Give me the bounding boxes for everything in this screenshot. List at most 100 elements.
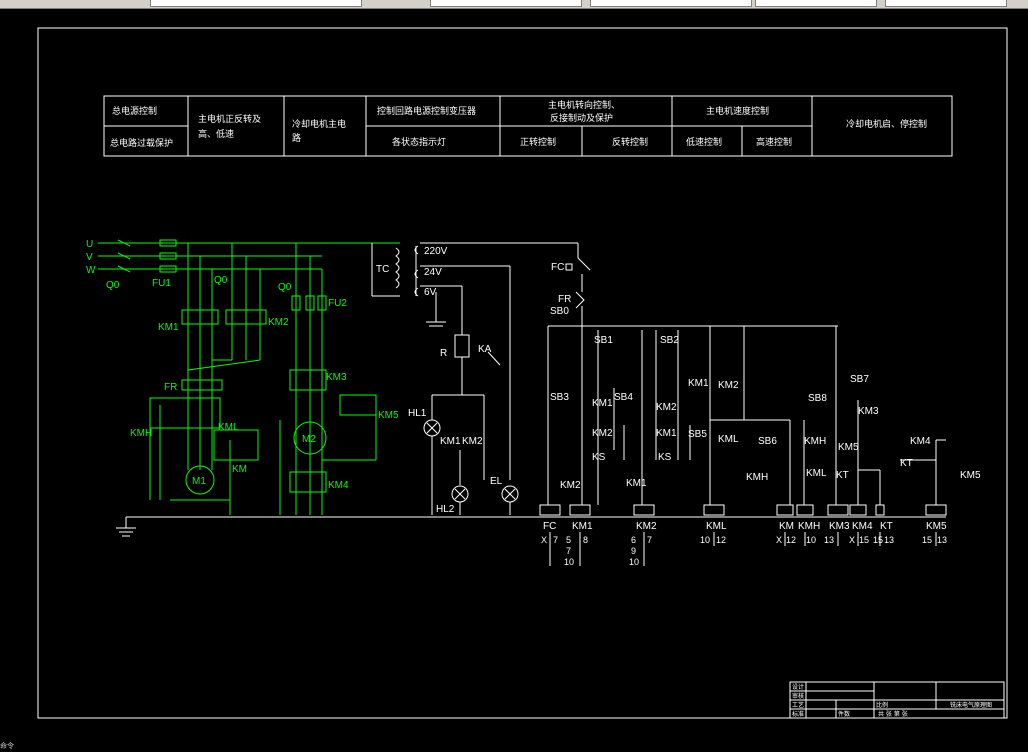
xref-kt-1: 13 <box>884 535 894 545</box>
coil-label-km1: KM1 <box>572 521 593 532</box>
main-circuit <box>98 239 400 515</box>
header-main-motor-b: 高、低速 <box>198 128 234 140</box>
label-fr-main: FR <box>164 382 177 393</box>
tb-check: 审核 <box>792 692 804 700</box>
plotstyle-dropdown-value: 随层线 <box>890 10 909 17</box>
ground-symbol <box>116 517 136 537</box>
header-forward: 正转控制 <box>520 136 556 148</box>
coil-label-km4: KM4 <box>852 521 873 532</box>
cad-toolbar: 控制电路 ByLayer ByLayer 随颜色 随层线 <box>0 0 1028 17</box>
xref-kmh-0: 10 <box>806 535 816 545</box>
tb-share: 共 张 第 张 <box>878 710 908 718</box>
tb-craft: 工艺 <box>792 701 804 709</box>
command-line[interactable]: 命令 <box>0 733 1028 750</box>
label-ka: KA <box>478 344 492 355</box>
tb-drawing-name: 铣床电气原理图 <box>950 701 992 709</box>
xref-fc-1: 7 <box>553 535 558 545</box>
xref-km2-1: 9 <box>631 546 636 556</box>
layer-dropdown-value: 控制电路 <box>155 10 180 17</box>
plotstyle-dropdown[interactable]: 随层线 <box>885 0 1007 17</box>
label-q0-right: Q0 <box>278 282 292 293</box>
tb-design: 设计 <box>792 683 804 691</box>
header-low-speed: 低速控制 <box>686 136 722 148</box>
label-km-main: KM <box>232 464 247 475</box>
label-km1-main: KM1 <box>158 322 179 333</box>
lineweight-dropdown[interactable]: 随颜色 <box>755 0 877 17</box>
xref-km-0: X <box>776 535 782 545</box>
transformer-section <box>371 242 579 515</box>
label-6v: 6V <box>424 287 437 298</box>
header-coolant-start-stop: 冷却电机启、停控制 <box>846 118 927 130</box>
label-220v: 220V <box>424 246 448 257</box>
label-sb0: SB0 <box>550 306 569 317</box>
layer-dropdown[interactable]: 控制电路 <box>150 0 362 17</box>
header-direction: 主电机转向控制、 <box>548 99 620 111</box>
coil-label-kml: KML <box>706 521 727 532</box>
label-kml-ctrl-b: KML <box>806 468 827 479</box>
xref-kt-0: 15 <box>873 535 883 545</box>
lineweight-dropdown-value: 随颜色 <box>760 10 779 17</box>
xref-km2-3: 7 <box>647 535 652 545</box>
label-km1-ctrl-c: KM1 <box>626 478 647 489</box>
label-sb8: SB8 <box>808 393 827 404</box>
label-kml-ctrl-a: KML <box>718 434 739 445</box>
label-kml-main: KML <box>218 422 239 433</box>
label-phase-v: V <box>86 252 93 263</box>
label-q0-mid: Q0 <box>214 275 228 286</box>
label-r: R <box>440 348 447 359</box>
xref-fc-4: 10 <box>564 557 574 567</box>
label-phase-u: U <box>86 239 93 250</box>
label-km4-ctrl: KM4 <box>910 436 931 447</box>
xref-fc-0: X <box>541 535 547 545</box>
label-kt-ctrl-a: KT <box>836 470 849 481</box>
label-sb2: SB2 <box>660 335 679 346</box>
label-tc: TC <box>376 264 389 275</box>
header-indicators: 各状态指示灯 <box>392 136 446 148</box>
tb-count: 件数 <box>838 710 850 718</box>
label-fc: FC <box>551 262 564 273</box>
label-sb4: SB4 <box>614 392 633 403</box>
header-speed: 主电机速度控制 <box>706 105 769 117</box>
tb-ratio: 比例 <box>876 701 888 709</box>
xref-columns <box>549 532 937 566</box>
coil-label-km3: KM3 <box>829 521 850 532</box>
label-fu1: FU1 <box>152 278 171 289</box>
motor-m2: M2 <box>302 434 316 445</box>
header-total-power: 总电源控制 <box>112 105 157 117</box>
label-sb3: SB3 <box>550 392 569 403</box>
label-km3-main: KM3 <box>326 372 347 383</box>
color-dropdown[interactable]: ByLayer <box>430 0 582 17</box>
coil-label-km2: KM2 <box>636 521 657 532</box>
label-kt-ctrl-b: KT <box>900 458 913 469</box>
header-main-motor: 主电机正反转及 <box>198 113 261 125</box>
label-fu2: FU2 <box>328 298 347 309</box>
xref-km3-1: X <box>849 535 855 545</box>
label-sb7: SB7 <box>850 374 869 385</box>
label-phase-w: W <box>86 265 96 276</box>
label-km2-indicator: KM2 <box>462 436 483 447</box>
label-km5-main: KM5 <box>378 410 399 421</box>
tb-std: 标准 <box>792 710 804 718</box>
header-reverse: 反转控制 <box>612 136 648 148</box>
label-ks-b: KS <box>658 452 672 463</box>
label-hl1: HL1 <box>408 408 427 419</box>
linetype-dropdown[interactable]: ByLayer <box>590 0 752 17</box>
coil-label-kt: KT <box>880 521 893 532</box>
xref-km2-0: 6 <box>631 535 636 545</box>
control-circuit <box>547 257 946 505</box>
xref-km1-0: 8 <box>583 535 588 545</box>
label-el: EL <box>490 476 503 487</box>
label-km3-ctrl: KM3 <box>858 406 879 417</box>
label-km1-indicator: KM1 <box>440 436 461 447</box>
xref-km5-1: 13 <box>937 535 947 545</box>
header-direction-b: 反接制动及保护 <box>550 112 613 124</box>
coil-label-km: KM <box>779 521 794 532</box>
xref-km2-2: 10 <box>629 557 639 567</box>
label-km1-ctrl-a: KM1 <box>592 398 613 409</box>
label-hl2: HL2 <box>436 504 455 515</box>
header-overload: 总电路过载保护 <box>110 137 173 149</box>
header-coolant-main-b: 路 <box>292 132 301 144</box>
color-dropdown-value: ByLayer <box>435 10 460 17</box>
label-24v: 24V <box>424 267 442 278</box>
